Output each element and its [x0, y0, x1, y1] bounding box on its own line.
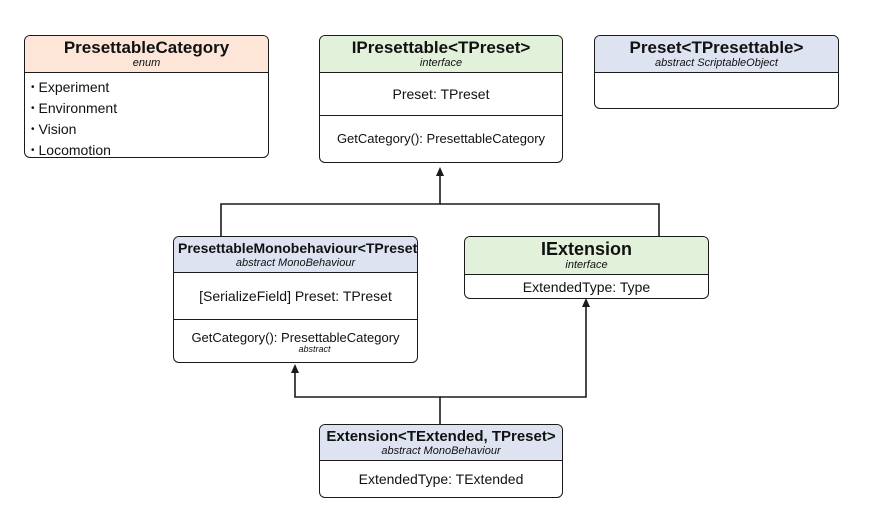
- presettable-monobehaviour-field: [SerializeField] Preset: TPreset: [199, 288, 392, 304]
- ipresettable-method: GetCategory(): PresettableCategory: [336, 130, 546, 146]
- enum-item-label: Locomotion: [38, 142, 111, 158]
- iextension-box: IExtension interface ExtendedType: Type: [464, 236, 709, 299]
- presettable-monobehaviour-title: PresettableMonobehaviour<TPreset>: [178, 240, 418, 256]
- iextension-header: IExtension interface: [465, 237, 708, 275]
- ipresettable-field: Preset: TPreset: [392, 86, 490, 102]
- enum-item: •Environment: [31, 98, 117, 119]
- enum-item-label: Environment: [38, 100, 118, 116]
- arrowhead-ipresettable: [436, 167, 444, 176]
- ipresettable-method-section: GetCategory(): PresettableCategory: [320, 115, 562, 160]
- ipresettable-field-section: Preset: TPreset: [320, 73, 562, 115]
- presettable-monobehaviour-header: PresettableMonobehaviour<TPreset> abstra…: [174, 237, 417, 273]
- bullet-icon: •: [31, 145, 35, 156]
- iextension-field-section: ExtendedType: Type: [465, 275, 708, 298]
- enum-item: •Vision: [31, 119, 76, 140]
- ipresettable-box: IPresettable<TPreset> interface Preset: …: [319, 35, 563, 163]
- ipresettable-title: IPresettable<TPreset>: [351, 38, 531, 57]
- presettable-category-header: PresettableCategory enum: [25, 36, 268, 73]
- bullet-icon: •: [31, 124, 35, 135]
- extension-implements-line: [440, 306, 587, 398]
- presettable-category-title: PresettableCategory: [63, 38, 230, 57]
- extension-field-section: ExtendedType: TExtended: [320, 461, 562, 497]
- iextension-field: ExtendedType: Type: [522, 279, 651, 295]
- presettable-monobehaviour-method-section: GetCategory(): PresettableCategory abstr…: [174, 319, 417, 362]
- iextension-implements-line: [440, 203, 660, 236]
- presettable-monobehaviour-stereotype: abstract MonoBehaviour: [235, 257, 356, 269]
- preset-box: Preset<TPresettable> abstract Scriptable…: [594, 35, 839, 109]
- ipresettable-stereotype: interface: [419, 57, 463, 69]
- preset-header: Preset<TPresettable> abstract Scriptable…: [595, 36, 838, 73]
- presettable-monobehaviour-method-note: abstract: [298, 344, 331, 354]
- preset-stereotype: abstract ScriptableObject: [655, 57, 778, 69]
- extension-stereotype: abstract MonoBehaviour: [381, 445, 501, 457]
- iextension-title: IExtension: [540, 239, 633, 259]
- enum-item-label: Vision: [38, 121, 77, 137]
- presettable-category-box: PresettableCategory enum •Experiment •En…: [24, 35, 269, 158]
- enum-item: •Locomotion: [31, 140, 111, 158]
- bullet-icon: •: [31, 82, 35, 93]
- enum-item-label: Experiment: [38, 79, 110, 95]
- arrowhead-presettable-mono: [291, 364, 299, 373]
- preset-title: Preset<TPresettable>: [629, 38, 804, 57]
- extension-box: Extension<TExtended, TPreset> abstract M…: [319, 424, 563, 498]
- iextension-stereotype: interface: [565, 259, 608, 271]
- extension-title: Extension<TExtended, TPreset>: [326, 428, 556, 445]
- arrowhead-iextension: [582, 298, 590, 307]
- presettable-monobehaviour-method: GetCategory(): PresettableCategory: [191, 330, 400, 345]
- extension-field: ExtendedType: TExtended: [358, 471, 524, 487]
- presettable-category-values: •Experiment •Environment •Vision •Locomo…: [25, 73, 268, 158]
- presettable-category-stereotype: enum: [132, 57, 161, 69]
- ipresettable-header: IPresettable<TPreset> interface: [320, 36, 562, 73]
- extension-header: Extension<TExtended, TPreset> abstract M…: [320, 425, 562, 461]
- presettable-mono-implements-line: [220, 175, 441, 236]
- extension-inherits-line: [294, 372, 441, 424]
- enum-item: •Experiment: [31, 77, 109, 98]
- preset-body: [595, 73, 838, 108]
- presettable-monobehaviour-box: PresettableMonobehaviour<TPreset> abstra…: [173, 236, 418, 363]
- presettable-monobehaviour-field-section: [SerializeField] Preset: TPreset: [174, 273, 417, 319]
- bullet-icon: •: [31, 103, 35, 114]
